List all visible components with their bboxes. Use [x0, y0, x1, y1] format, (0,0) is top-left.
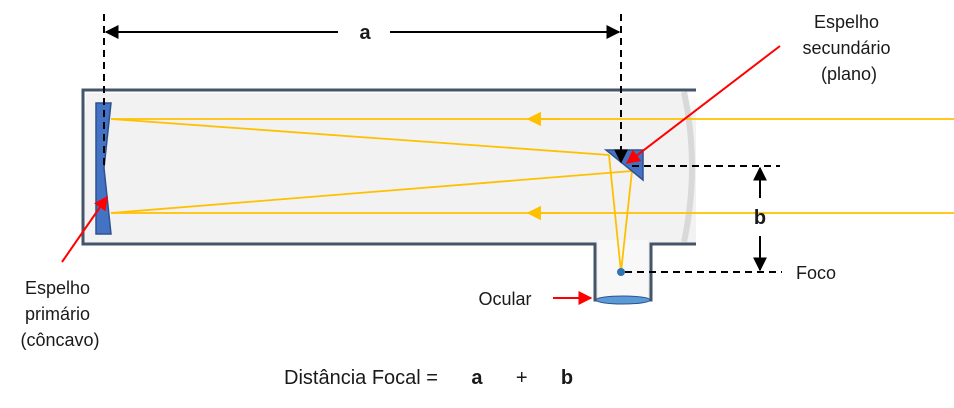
dimension-a-label: a [359, 22, 371, 44]
dimension-b-label: b [754, 207, 766, 229]
formula-a: a [471, 367, 483, 389]
reflected-ray-top [110, 118, 610, 156]
formula-plus: + [510, 367, 533, 389]
tube-open-end [681, 91, 695, 243]
tube-inner-wall [86, 93, 684, 241]
primary-mirror-label-line1: Espelho [25, 278, 90, 298]
secondary-mirror-label: Espelho secundário (plano) [802, 12, 895, 84]
telescope-tube [81, 88, 696, 302]
formula-b: b [561, 367, 573, 389]
eyepiece-label: Ocular [478, 289, 531, 309]
light-rays [110, 111, 954, 273]
focused-ray-right [620, 170, 633, 273]
focused-ray-left [608, 154, 622, 273]
pointer-arrows [61, 45, 781, 305]
secondary-mirror-pointer [625, 45, 781, 164]
secondary-mirror-label-line3: (plano) [821, 64, 877, 84]
secondary-mirror-label-line2: secundário [802, 38, 890, 58]
dimension-b [625, 165, 782, 273]
eyepiece-lens [595, 295, 651, 305]
secondary-mirror-label-line1: Espelho [814, 12, 879, 32]
primary-mirror-label-line3: (côncavo) [20, 330, 99, 350]
dimension-a [103, 14, 628, 168]
focus-point [617, 268, 625, 276]
primary-mirror-pointer [61, 195, 108, 263]
formula-prefix: Distância Focal = [284, 367, 444, 389]
focus-label: Foco [796, 263, 836, 283]
reflected-ray-bottom [110, 170, 633, 214]
primary-mirror-label-line2: primário [25, 304, 90, 324]
primary-mirror-label: Espelho primário (côncavo) [20, 278, 99, 350]
focal-length-formula: Distância Focal = a + b [256, 367, 590, 389]
